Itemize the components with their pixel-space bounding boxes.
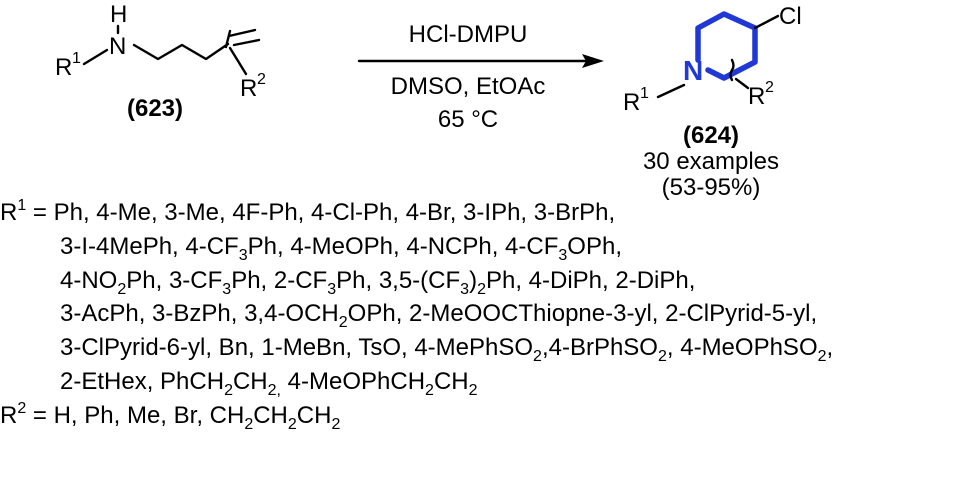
reagent-label: HCl-DMPU: [409, 21, 528, 48]
product-r1-superscript: 1: [640, 85, 649, 102]
subscript: 3: [238, 246, 248, 264]
r2-definition: R2 = H, Ph, Me, Br, CH2CH2CH2: [0, 399, 969, 433]
r1-definition-line-4: 3-AcPh, 3-BzPh, 3,4-OCH2OPh, 2-MeOOCThio…: [0, 297, 969, 331]
reactant-compound-number: (623): [127, 95, 183, 122]
subscript: 2: [817, 348, 827, 366]
r1-definition-line-2: 3-I-4MePh, 4-CF3Ph, 4-MeOPh, 4-NCPh, 4-C…: [0, 230, 969, 264]
reactant-r1-label: R: [55, 54, 72, 81]
subscript: 2: [468, 381, 478, 399]
text-run: CH: [296, 401, 332, 429]
reactant-nitrogen: N: [109, 33, 126, 60]
subscript: 3: [460, 280, 470, 298]
temperature-label: 65 °C: [438, 106, 498, 133]
reactant-r2-label: R: [240, 75, 257, 102]
terminal-alkene-line-2: [232, 38, 261, 47]
r2-bond: [228, 46, 248, 76]
text-run: OPh, 2-MeOOCThiopne-3-yl, 2-ClPyrid-5-yl…: [347, 300, 818, 328]
text-run: 3-I-4MePh, 4-CF: [60, 232, 239, 260]
substituent-list: R1 = Ph, 4-Me, 3-Me, 4F-Ph, 4-Cl-Ph, 4-B…: [0, 196, 969, 433]
reaction-arrow-group: HCl-DMPU DMSO, EtOAc 65 °C: [357, 21, 604, 133]
product-nitrogen: N: [683, 55, 703, 86]
text-run: Ph, 3-CF: [126, 266, 223, 294]
subscript: 2: [287, 415, 297, 433]
product-r1-bond: [656, 83, 686, 99]
r1-label: R: [0, 199, 18, 226]
text-run: CH: [253, 401, 288, 429]
text-run: OPh,: [567, 232, 622, 260]
product-structure: N Cl R 1 R 2 (624) 30 examples (53-95%): [623, 3, 802, 201]
text-run: Ph, 2-CF: [231, 266, 328, 294]
reactant-nh-hydrogen: H: [110, 1, 127, 28]
product-r2-wavy-bond: [729, 58, 735, 82]
reactant-structure: H N R 1 R 2 (623): [55, 1, 266, 122]
alkene-wavy-mark: [224, 29, 232, 49]
subscript: 2: [425, 381, 434, 399]
r1-superscript: 1: [17, 197, 27, 214]
reactant-r1-superscript: 1: [72, 50, 81, 67]
text-run: ,4-BrPhSO: [541, 334, 658, 362]
text-run: ): [469, 266, 478, 294]
text-run: Ph, 4-MeOPh, 4-NCPh, 4-CF: [247, 232, 559, 260]
subscript: 2: [331, 415, 341, 433]
subscript: 2: [533, 348, 542, 366]
text-run: 3-ClPyrid-6-yl, Bn, 1-MeBn, TsO, 4-MePhS…: [60, 334, 534, 362]
text-run: Ph, 4-DiPh, 2-DiPh,: [485, 266, 696, 294]
text-run: 2-EtHex, PhCH: [60, 367, 225, 395]
r2-list: = H, Ph, Me, Br, CH2CH2CH2: [26, 401, 340, 433]
butenyl-chain: [132, 42, 230, 61]
text-run: ,: [826, 334, 834, 362]
text-run: = H, Ph, Me, Br, CH: [26, 401, 245, 429]
text-run: CH: [433, 367, 469, 395]
subscript: 2: [338, 314, 348, 332]
examples-count: 30 examples: [643, 148, 779, 175]
r1-list-start: = Ph, 4-Me, 3-Me, 4F-Ph, 4-Cl-Ph, 4-Br, …: [26, 199, 616, 226]
piperidine-ring: [695, 11, 758, 81]
subscript: 3: [558, 246, 568, 264]
product-r2-label: R: [748, 83, 765, 110]
r2-superscript: 2: [17, 399, 27, 417]
r1-definition-line-3: 4-NO2Ph, 3-CF3Ph, 2-CF3Ph, 3,5-(CF3)2Ph,…: [0, 264, 969, 298]
reactant-r2-superscript: 2: [257, 71, 266, 88]
text-run: 3-AcPh, 3-BzPh, 3,4-OCH: [60, 300, 339, 328]
terminal-alkene-line-1: [227, 28, 257, 38]
product-r2-bond: [734, 77, 750, 90]
subscript: 3: [222, 280, 232, 298]
text-run: Ph, 3,5-(CF: [336, 266, 461, 294]
product-r1-label: R: [623, 89, 640, 116]
subscript: 2: [657, 348, 667, 366]
r1-definition-line-1: R1 = Ph, 4-Me, 3-Me, 4F-Ph, 4-Cl-Ph, 4-B…: [0, 196, 969, 230]
text-run: 4-MeOPhCH: [280, 367, 426, 395]
yield-range: (53-95%): [662, 174, 761, 201]
reaction-arrowhead: [582, 54, 604, 68]
product-compound-number: (624): [683, 122, 739, 149]
c-cl-bond: [753, 14, 780, 30]
subscript: 2: [244, 415, 254, 433]
subscript: 2: [117, 280, 127, 298]
text-run: 4-NO: [60, 266, 118, 294]
r1-n-bond: [82, 48, 109, 66]
r1-definition-line-5: 3-ClPyrid-6-yl, Bn, 1-MeBn, TsO, 4-MePhS…: [0, 331, 969, 365]
solvents-label: DMSO, EtOAc: [391, 73, 546, 100]
text-run: , 4-MeOPhSO: [666, 334, 818, 362]
subscript: 2: [477, 280, 486, 298]
text-run: CH: [232, 367, 268, 395]
subscript: 3: [327, 280, 337, 298]
r2-label: R: [0, 401, 18, 429]
product-chlorine: Cl: [779, 3, 802, 30]
subscript: 2,: [267, 381, 281, 399]
r1-definition-line-6: 2-EtHex, PhCH2CH2, 4-MeOPhCH2CH2: [0, 365, 969, 399]
subscript: 2: [224, 381, 233, 399]
product-r2-superscript: 2: [765, 79, 774, 96]
